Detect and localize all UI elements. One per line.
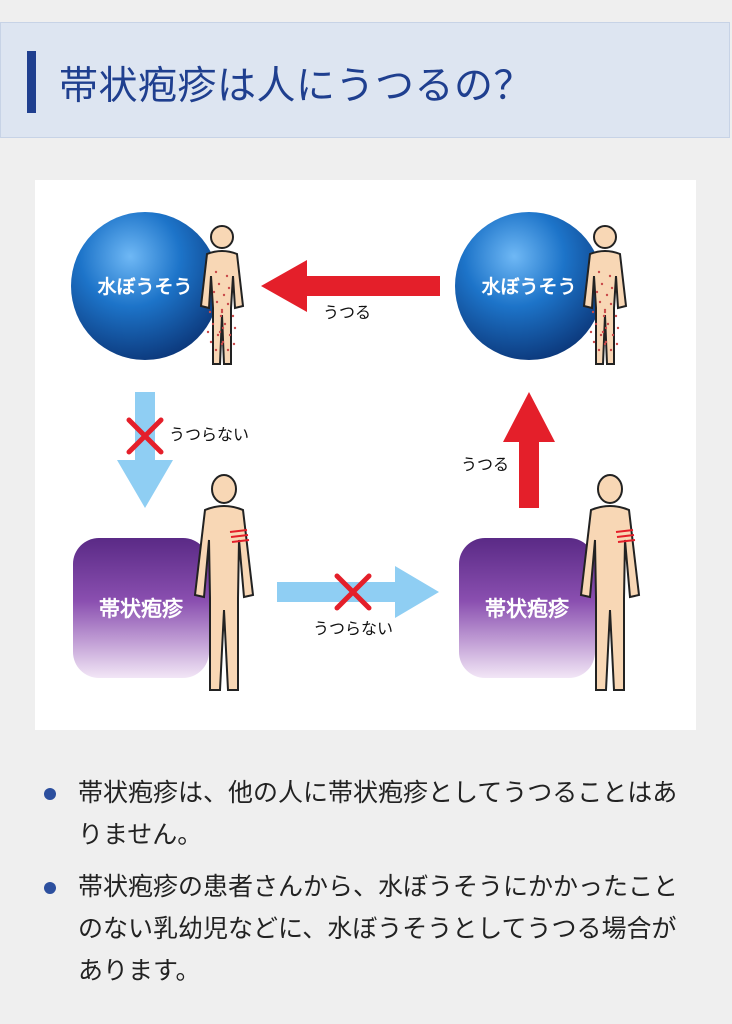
heading-accent-bar	[27, 51, 36, 113]
arrow-label: うつる	[323, 303, 371, 322]
arrow-top-transmits: うつる	[261, 260, 440, 322]
bullet-icon	[44, 882, 56, 894]
list-item: 帯状疱疹の患者さんから、水ぼうそうにかかったことのない乳幼児などに、水ぼうそうと…	[44, 866, 694, 992]
explanation-list: 帯状疱疹は、他の人に帯状疱疹としてうつることはありません。 帯状疱疹の患者さんか…	[44, 772, 694, 1002]
note-text: 帯状疱疹の患者さんから、水ぼうそうにかかったことのない乳幼児などに、水ぼうそうと…	[78, 872, 679, 985]
child-figure-spotted	[199, 225, 245, 365]
transmission-diagram: 水ぼうそう 水ぼうそう うつる	[35, 180, 696, 730]
arrow-label: うつらない	[313, 619, 393, 638]
node-label: 水ぼうそう	[97, 276, 192, 298]
adult-figure-rash	[193, 474, 255, 691]
bullet-icon	[44, 788, 56, 800]
node-chickenpox-right: 水ぼうそう	[455, 212, 628, 365]
arrow-right-transmits: うつる	[461, 392, 555, 508]
node-label: 水ぼうそう	[481, 276, 576, 298]
arrow-left-no-transmit: うつらない	[117, 392, 249, 508]
arrow-label: うつる	[461, 455, 509, 474]
rash-mark-icon	[615, 529, 636, 543]
node-shingles-left: 帯状疱疹	[73, 474, 255, 691]
node-label: 帯状疱疹	[99, 597, 184, 621]
arrow-label: うつらない	[169, 425, 249, 444]
node-shingles-right: 帯状疱疹	[459, 474, 641, 691]
cross-mark-icon	[126, 417, 164, 455]
page-title: 帯状疱疹は人にうつるの？	[59, 64, 534, 109]
adult-figure-rash	[579, 474, 641, 691]
child-figure-spotted	[582, 225, 628, 365]
node-chickenpox-left: 水ぼうそう	[71, 212, 245, 365]
node-label: 帯状疱疹	[485, 597, 570, 621]
rash-mark-icon	[229, 529, 250, 543]
cross-mark-icon	[334, 573, 372, 611]
list-item: 帯状疱疹は、他の人に帯状疱疹としてうつることはありません。	[44, 772, 694, 856]
note-text: 帯状疱疹は、他の人に帯状疱疹としてうつることはありません。	[78, 778, 678, 849]
page-heading: 帯状疱疹は人にうつるの？	[0, 22, 730, 138]
arrow-bottom-no-transmit: うつらない	[277, 566, 439, 638]
